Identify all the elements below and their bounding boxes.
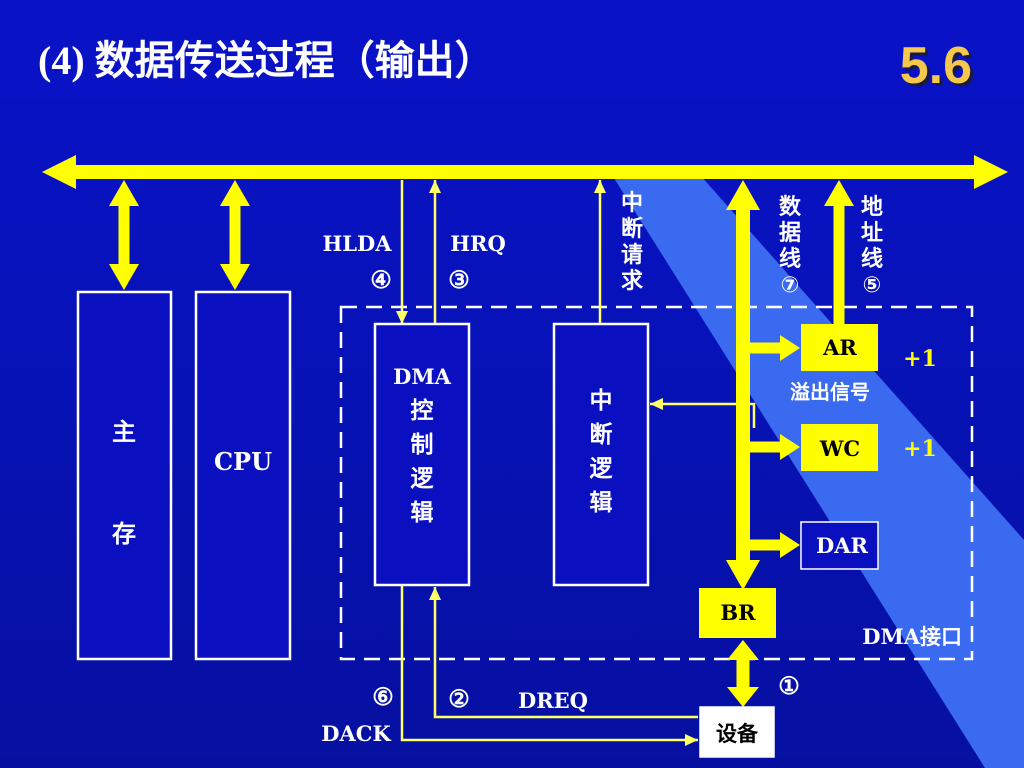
br-device-arrow (727, 640, 759, 707)
wc-branch-arrow (750, 434, 800, 460)
interrupt-logic-label: 中 (590, 388, 613, 414)
dma-control-label: 逻 (411, 466, 435, 492)
dma-control-label: 控 (411, 397, 434, 424)
interrupt-request-arrow (594, 180, 606, 324)
data-line-label-char: 线 (779, 246, 801, 272)
dma-interface-boundary (339, 305, 974, 661)
interrupt-logic-label: 逻 (590, 456, 614, 482)
memory-bus-arrow (109, 180, 139, 290)
br-label: BR (720, 600, 756, 625)
dreq-label: DREQ (518, 688, 588, 713)
cpu-block (194, 290, 292, 661)
slide-title: (4) 数据传送过程（输出） (38, 38, 495, 83)
main-memory-label: 主 (112, 418, 136, 446)
interrupt-logic-block (552, 322, 650, 587)
data-line-label-char: 据 (779, 221, 801, 246)
address-line-label-char: 线 (861, 246, 883, 272)
br-register (699, 588, 776, 638)
dack-label: DACK (321, 721, 391, 746)
main-memory-block (76, 290, 173, 661)
dma-control-block (373, 322, 471, 587)
address-line-arrow (824, 180, 854, 324)
ar-register (801, 324, 878, 371)
dma-control-label: 制 (411, 432, 434, 458)
hrq-arrow-head (429, 180, 441, 193)
dreq-arrow (429, 587, 698, 719)
ar-label: AR (822, 335, 857, 360)
main-memory-label: 存 (112, 520, 136, 548)
interrupt-request-label-char: 断 (621, 216, 643, 242)
ar-increment-label: +1 (903, 346, 937, 372)
data-line-arrow (726, 180, 760, 590)
dack-arrow-line (400, 585, 698, 742)
dma-control-label: DMA (393, 364, 451, 389)
system-bus-arrow (42, 155, 1008, 189)
interrupt-logic-label: 断 (590, 421, 613, 448)
dma-interface-label: DMA接口 (862, 624, 962, 649)
hlda-arrow-head (396, 311, 408, 324)
interrupt-logic-label: 辑 (590, 489, 613, 516)
data-line-label-char: 数 (779, 194, 802, 220)
address-line-label-char: 址 (861, 221, 883, 246)
hlda-label: HLDA (322, 231, 392, 256)
overflow-signal-arrow (650, 398, 756, 428)
overflow-signal-arrow-head (650, 398, 663, 410)
device-block (699, 706, 775, 758)
hlda-arrow (396, 180, 408, 324)
step-1-label: ① (778, 671, 800, 700)
address-line-label-char: ⑤ (863, 273, 882, 298)
data-line-label-char: ⑦ (781, 273, 800, 298)
dma-control-label: 辑 (411, 499, 434, 526)
interrupt-request-label-char: 求 (621, 269, 643, 294)
dar-label: DAR (816, 533, 869, 558)
dar-register (800, 521, 879, 570)
device-label: 设备 (716, 722, 759, 746)
hlda-step: ④ (370, 265, 392, 294)
dack-arrow-head (685, 734, 698, 746)
dack-step: ⑥ (372, 682, 394, 711)
dreq-arrow-line (433, 587, 698, 719)
wc-label: WC (819, 436, 860, 461)
hrq-step: ③ (448, 265, 470, 294)
interrupt-request-label-char: 中 (621, 191, 643, 216)
dreq-step: ② (448, 684, 470, 713)
overflow-signal-arrow-line (650, 402, 756, 428)
wc-register (801, 424, 878, 471)
page-number: 5.6 (899, 37, 972, 95)
wc-increment-label: +1 (903, 436, 937, 462)
hrq-arrow (429, 180, 441, 324)
interrupt-request-arrow-head (594, 180, 606, 193)
dack-arrow (400, 585, 698, 746)
hrq-label: HRQ (450, 231, 506, 256)
background-stripe (612, 175, 1024, 768)
ar-branch-arrow (750, 335, 800, 361)
cpu-label: CPU (214, 447, 272, 476)
cpu-bus-arrow (220, 180, 250, 290)
dreq-arrow-head (429, 587, 441, 600)
address-line-label-char: 地 (861, 195, 883, 220)
overflow-signal-label: 溢出信号 (790, 380, 870, 404)
dar-branch-arrow (750, 532, 800, 558)
interrupt-request-label-char: 请 (621, 242, 643, 268)
